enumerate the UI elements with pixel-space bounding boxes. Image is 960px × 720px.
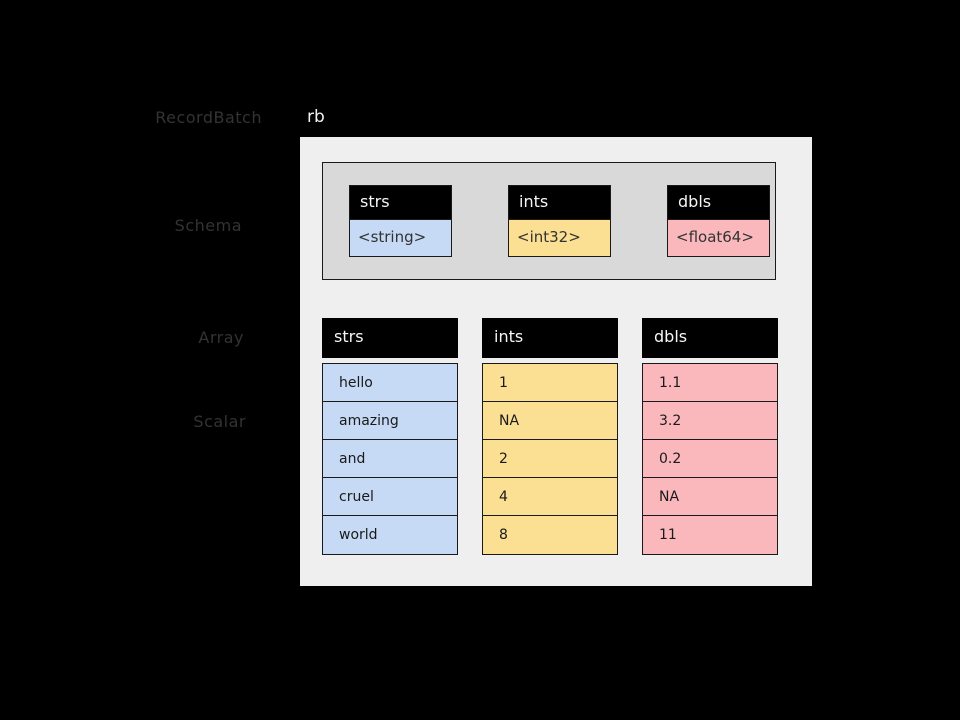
array-column-header: dbls (642, 318, 778, 358)
schema-field-name: dbls (668, 186, 769, 219)
recordbatch-panel: strs <string> ints <int32> dbls <float64… (300, 137, 812, 586)
array-cell: hello (323, 364, 457, 402)
array-cell: 1 (483, 364, 617, 402)
schema-field-type: <int32> (509, 219, 610, 256)
array-column: ints 1 NA 2 4 8 (482, 318, 618, 555)
array-cell: 1.1 (643, 364, 777, 402)
recordbatch-title: rb (307, 107, 325, 127)
array-cell: 0.2 (643, 440, 777, 478)
array-column: dbls 1.1 3.2 0.2 NA 11 (642, 318, 778, 555)
array-cell: 2 (483, 440, 617, 478)
array-cell: NA (483, 402, 617, 440)
array-cell: 3.2 (643, 402, 777, 440)
array-column-body: 1.1 3.2 0.2 NA 11 (642, 363, 778, 555)
annotation-label-schema: Schema (174, 216, 242, 235)
schema-field: strs <string> (349, 185, 452, 257)
array-cell: and (323, 440, 457, 478)
array-cell: 11 (659, 527, 677, 543)
array-column-body: hello amazing and cruel world (322, 363, 458, 555)
array-cell: 4 (483, 478, 617, 516)
array-cell: cruel (323, 478, 457, 516)
schema-field-name: strs (350, 186, 451, 219)
array-cell: 8 (499, 527, 508, 543)
array-cell: amazing (323, 402, 457, 440)
array-cell: world (339, 527, 378, 543)
schema-panel: strs <string> ints <int32> dbls <float64… (322, 162, 776, 280)
schema-field: ints <int32> (508, 185, 611, 257)
array-column: strs hello amazing and cruel world (322, 318, 458, 555)
schema-field-type: <float64> (668, 219, 769, 256)
array-column-header: ints (482, 318, 618, 358)
annotation-label-recordbatch: RecordBatch (155, 108, 262, 127)
schema-field-list: strs <string> ints <int32> dbls <float64… (349, 185, 770, 257)
array-column-list: strs hello amazing and cruel world ints … (322, 318, 778, 555)
schema-field-type: <string> (350, 219, 451, 256)
array-column-body: 1 NA 2 4 8 (482, 363, 618, 555)
annotation-label-array: Array (198, 328, 244, 347)
array-cell: NA (643, 478, 777, 516)
array-column-header: strs (322, 318, 458, 358)
annotation-label-scalar: Scalar (193, 412, 246, 431)
schema-field-name: ints (509, 186, 610, 219)
schema-field: dbls <float64> (667, 185, 770, 257)
